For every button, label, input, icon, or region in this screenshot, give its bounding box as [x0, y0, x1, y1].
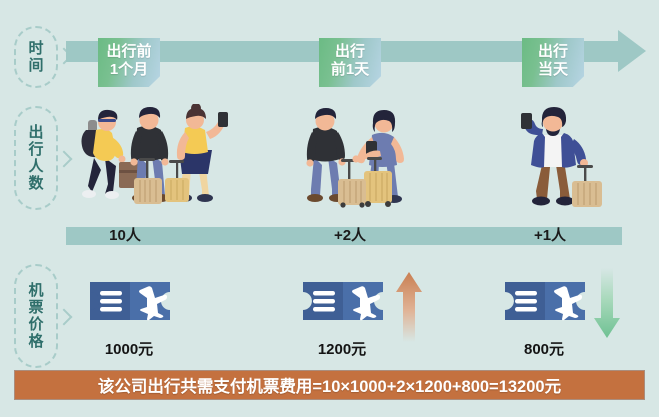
price-trend-up-arrow-icon	[396, 272, 422, 342]
ticket-price-2: 1200元	[317, 341, 367, 358]
traveler-group-2	[306, 108, 404, 208]
row-label-ticket-price: 机 票 价 格	[14, 264, 58, 368]
timeline-tag-1[interactable]: 出行前 1个月	[98, 38, 160, 87]
row-label-price-char-2: 票	[28, 299, 44, 316]
row-label-price-char-3: 价	[28, 316, 44, 333]
traveler-woman-phone	[165, 104, 228, 202]
total-cost-banner: 该公司出行共需支付机票费用=10×1000+2×1200+800=13200元	[14, 370, 645, 400]
traveler-man-dark-tee-2	[306, 108, 357, 202]
traveler-man-dark-tee	[130, 107, 169, 204]
row-label-price-char-1: 机	[28, 282, 44, 299]
ticket-price-3: 800元	[523, 341, 565, 358]
timeline-tag-2-line1: 出行	[334, 43, 365, 60]
traveler-count-1: 10人	[109, 227, 141, 244]
row-label-count-char-3: 人	[28, 158, 44, 175]
chevron-right-icon-price	[55, 308, 73, 326]
timeline-tag-1-line2: 1个月	[109, 61, 149, 78]
timeline-tag-2-line2: 前1天	[330, 61, 370, 78]
airplane-ticket-icon-1	[90, 282, 170, 321]
traveler-group-1	[81, 104, 228, 204]
airplane-ticket-icon-3	[505, 282, 585, 321]
traveler-group-3	[521, 107, 602, 207]
timeline-tag-1-line1: 出行前	[106, 43, 152, 60]
row-label-count-char-4: 数	[28, 175, 44, 192]
airplane-ticket-icon-2	[303, 282, 383, 321]
row-label-count-char-1: 出	[28, 124, 44, 141]
timeline-arrow-head-icon	[618, 30, 646, 72]
traveler-count-2: +2人	[333, 227, 367, 244]
ticket-price-1: 1000元	[104, 341, 154, 358]
traveler-backpacker	[81, 109, 143, 199]
row-label-time: 时 间	[14, 26, 58, 88]
timeline-tag-3[interactable]: 出行 当天	[522, 38, 584, 87]
timeline-tag-3-line1: 出行	[537, 43, 568, 60]
timeline-tag-3-line2: 当天	[537, 61, 568, 78]
timeline-tag-2[interactable]: 出行 前1天	[319, 38, 381, 87]
chevron-right-icon-count	[55, 150, 73, 168]
row-label-count-char-2: 行	[28, 141, 44, 158]
row-label-price-char-4: 格	[28, 333, 44, 350]
row-label-time-char-1: 时	[28, 40, 44, 57]
row-label-time-char-2: 间	[28, 57, 44, 74]
traveler-man-blue-jacket	[521, 107, 593, 206]
traveler-count-bar	[66, 227, 622, 245]
row-label-traveler-count: 出 行 人 数	[14, 106, 58, 210]
traveler-count-3: +1人	[533, 227, 567, 244]
price-trend-down-arrow-icon	[594, 268, 620, 338]
